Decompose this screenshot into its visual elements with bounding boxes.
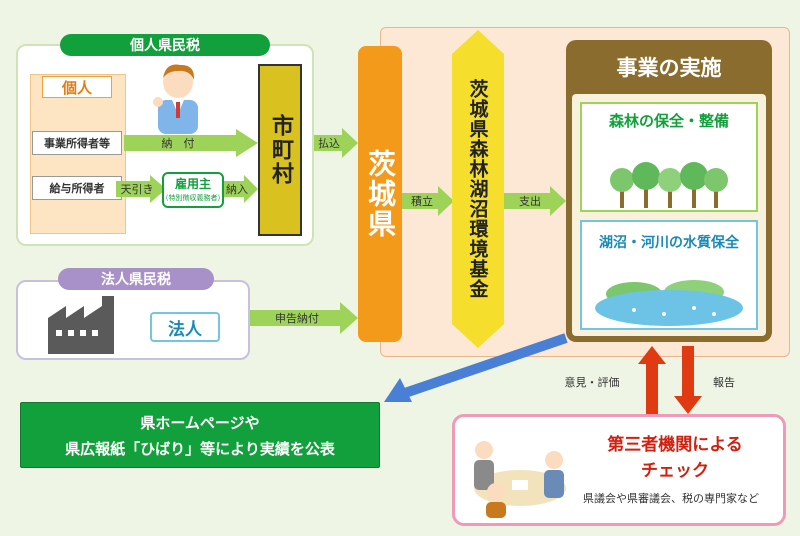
payin-label: 払込 [318, 137, 340, 150]
payin-arrow [314, 128, 358, 158]
employer-label: 雇用主 [174, 176, 211, 191]
employer-payment-arrow [224, 175, 258, 203]
deposit-arrow [402, 186, 454, 216]
lake-illustration [595, 280, 743, 326]
report-arrow [674, 346, 702, 414]
individual-tax-header: 個人県民税 [60, 34, 270, 56]
water-label: 湖沼・河川の水質保全 [599, 235, 739, 251]
report-label: 報告 [713, 376, 735, 389]
spend-label: 支出 [519, 195, 541, 208]
trees-illustration [610, 162, 728, 208]
publish-arrow [384, 333, 568, 402]
prefecture-box: 茨城県 [358, 46, 402, 342]
fund-shape [452, 30, 504, 348]
meeting-illustration [474, 441, 566, 518]
salary-earner-box: 給与所得者 [32, 176, 122, 200]
third-party-title-2: チェック [641, 460, 709, 481]
tax-return-label: 申告納付 [275, 312, 319, 325]
public-notice-box [20, 402, 380, 468]
person-illustration [153, 64, 198, 134]
public-notice-line2: 県広報紙「ひばり」等により実績を公表 [65, 439, 335, 458]
business-income-earner-box: 事業所得者等 [32, 131, 122, 155]
withholding-arrow [116, 175, 166, 203]
third-party-box [452, 414, 786, 526]
third-party-title-1: 第三者機関による [607, 434, 743, 455]
project-title: 事業の実施 [616, 56, 722, 80]
opinion-label: 意見・評価 [564, 376, 620, 389]
corporation-label: 法人 [150, 312, 220, 342]
public-notice-line1: 県ホームページや [140, 413, 260, 432]
opinion-arrow [638, 346, 666, 414]
municipality-box: 市町村 [258, 64, 302, 236]
payment-label: 納 付 [161, 137, 195, 150]
deposit-label: 積立 [411, 195, 433, 208]
withholding-label: 天引き [120, 183, 154, 196]
employer-payment-label: 納入 [226, 183, 248, 196]
employer-box [162, 172, 224, 208]
payment-arrow-1 [124, 129, 258, 157]
corporate-tax-header: 法人県民税 [58, 268, 214, 290]
spend-arrow [504, 186, 566, 216]
fund-label: 茨城県森林湖沼環境基金 [466, 79, 489, 299]
person-label: 個人 [42, 76, 112, 98]
third-party-note: 県議会や県審議会、税の専門家など [583, 492, 759, 505]
factory-icon [48, 296, 114, 354]
tax-return-arrow [250, 302, 358, 334]
employer-note: （特別徴収義務者） [161, 194, 225, 202]
forest-label: 森林の保全・整備 [608, 111, 729, 130]
